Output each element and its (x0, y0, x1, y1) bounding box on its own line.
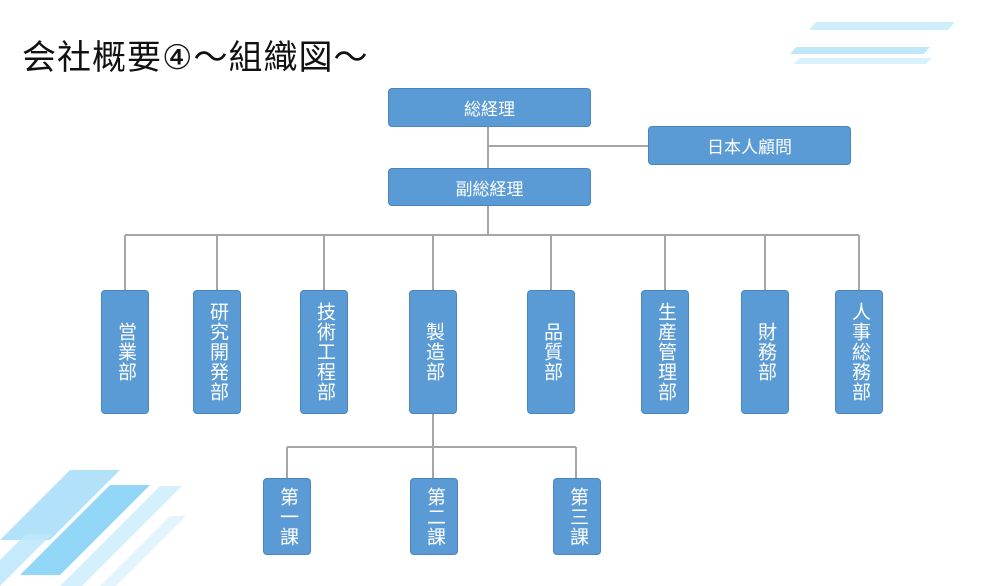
department-manufacturing: 製造部 (409, 290, 457, 414)
vice-president-box: 副総経理 (388, 168, 591, 206)
top-right-stripes (790, 22, 955, 64)
department-finance: 財務部 (741, 290, 789, 414)
page-title: 会社概要④〜組織図〜 (22, 38, 369, 78)
section-3: 第三課 (553, 478, 601, 555)
department-engineering: 技術工程部 (300, 290, 348, 414)
department-hr-general-affairs: 人事総務部 (835, 290, 883, 414)
bottom-left-stripes (0, 470, 186, 586)
section-2: 第二課 (410, 478, 458, 555)
section-1: 第一課 (263, 478, 311, 555)
department-sales: 営業部 (101, 290, 149, 414)
advisor-box: 日本人顧問 (648, 126, 851, 165)
department-rnd: 研究開発部 (193, 290, 241, 414)
department-quality: 品質部 (527, 290, 575, 414)
department-production-control: 生産管理部 (641, 290, 689, 414)
president-box: 総経理 (388, 88, 591, 127)
